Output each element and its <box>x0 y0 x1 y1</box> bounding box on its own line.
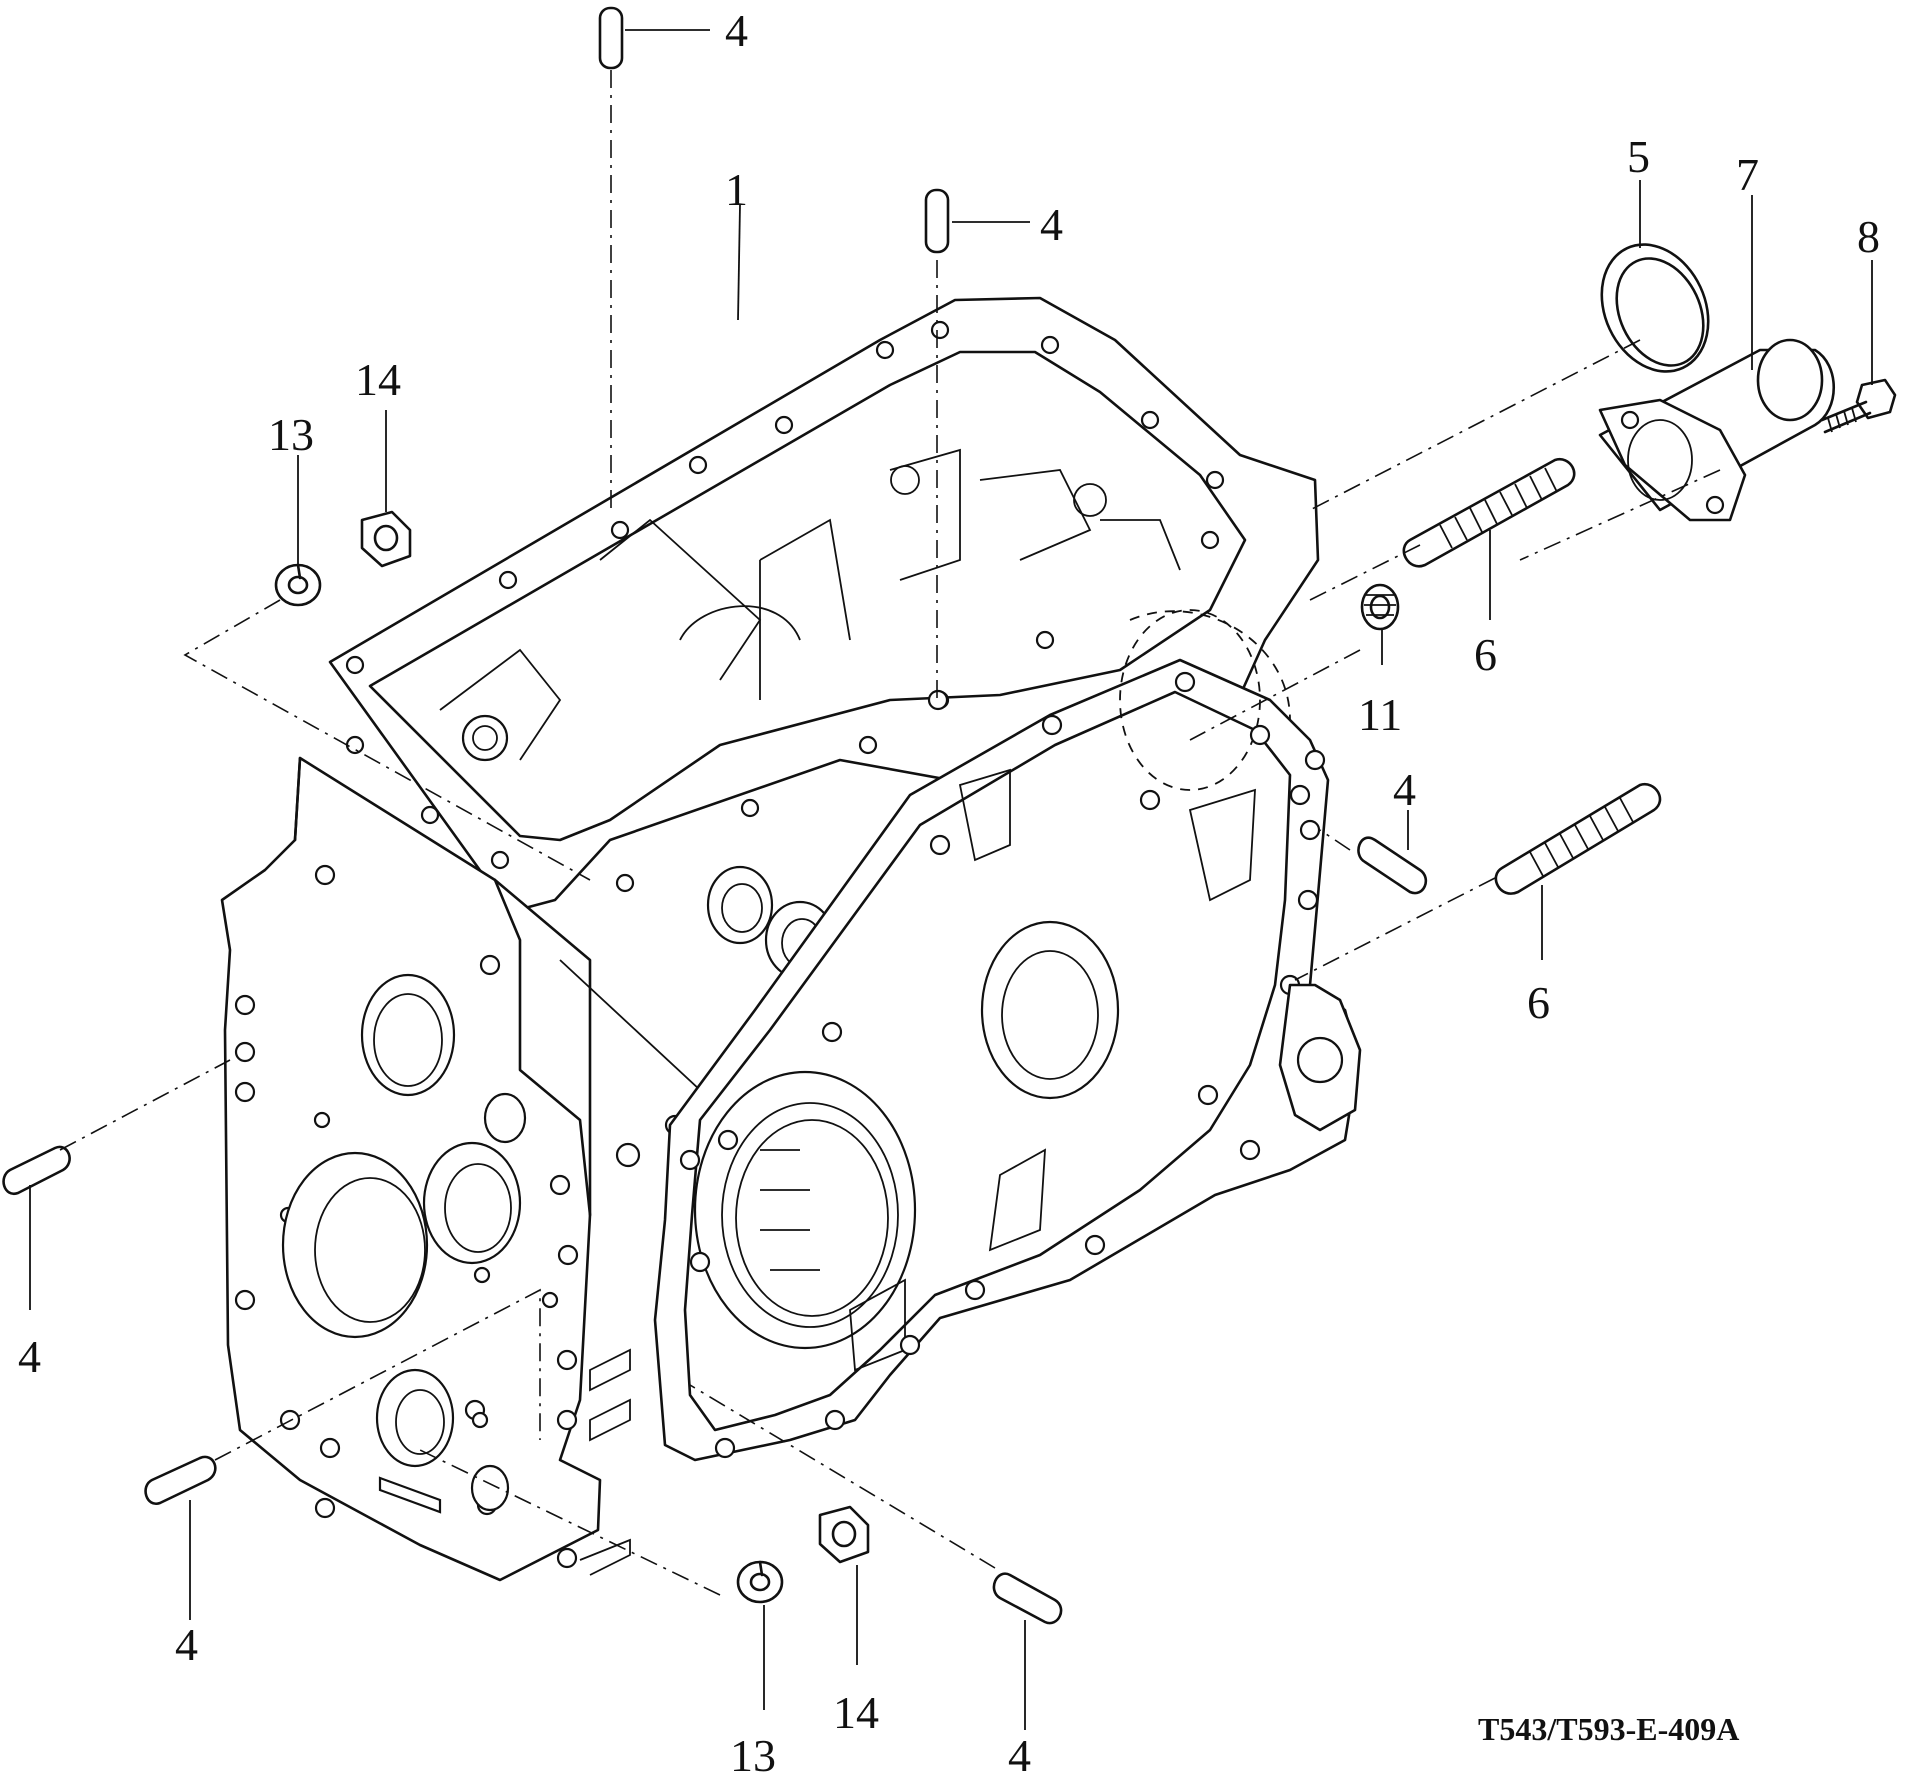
hex-nut-lower <box>818 1505 870 1564</box>
callout-6-lower: 6 <box>1527 977 1550 1028</box>
callout-14-upper: 14 <box>355 354 401 405</box>
callout-5: 5 <box>1627 131 1650 182</box>
drawing-code: T543/T593-E-409A <box>1478 1711 1739 1747</box>
dowel-pin-right <box>1357 836 1428 895</box>
callouts: 4 1 4 5 7 8 14 13 6 11 4 6 4 4 14 13 4 <box>18 5 1880 1779</box>
callout-4-top-center: 4 <box>1040 199 1063 250</box>
dowel-pin-top-center <box>924 188 950 254</box>
callout-4-bottom-left: 4 <box>175 1619 198 1670</box>
callout-1: 1 <box>725 164 748 215</box>
transmission-case <box>220 296 1362 1582</box>
leader-lines <box>29 29 1873 1730</box>
dowel-pin-bottom-left <box>144 1455 217 1505</box>
callout-6-upper: 6 <box>1474 629 1497 680</box>
threaded-plug <box>1360 583 1400 631</box>
dowel-pin-top-left <box>598 6 624 70</box>
callout-7: 7 <box>1736 149 1759 200</box>
callout-4-top-left: 4 <box>725 5 748 56</box>
sleeve-cover <box>1598 338 1835 522</box>
dowel-pin-bottom-right <box>992 1572 1063 1625</box>
callout-4-right: 4 <box>1393 764 1416 815</box>
spring-washer-lower <box>736 1560 784 1604</box>
callout-14-lower: 14 <box>833 1687 879 1738</box>
bolt <box>1820 378 1897 434</box>
stud-bolt-lower <box>1494 782 1662 895</box>
callout-4-left: 4 <box>18 1331 41 1382</box>
callout-8: 8 <box>1857 211 1880 262</box>
seal-ring <box>1600 243 1710 373</box>
callout-11: 11 <box>1358 689 1402 740</box>
callout-13-lower: 13 <box>730 1730 776 1779</box>
callout-4-bottom-right: 4 <box>1008 1730 1031 1779</box>
callout-13-upper: 13 <box>268 409 314 460</box>
assembly-lines <box>59 70 1721 1596</box>
hex-nut-upper <box>360 510 412 568</box>
spring-washer-upper <box>274 563 322 607</box>
dowel-pin-left <box>2 1145 71 1196</box>
stud-bolt-upper <box>1402 457 1576 568</box>
